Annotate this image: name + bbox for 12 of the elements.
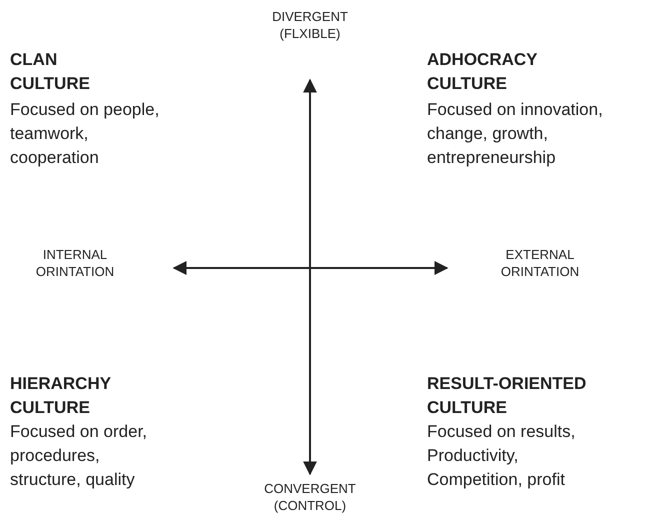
quadrant-heading: HIERARCHY CULTURE — [10, 373, 112, 419]
axis-label: EXTERNAL ORINTATION — [500, 246, 580, 280]
quadrant-heading: CLAN CULTURE — [10, 49, 91, 95]
axis-label: INTERNAL ORINTATION — [34, 246, 116, 280]
axis-label: CONVERGENT (CONTROL) — [263, 480, 357, 514]
quadrant-description: Focused on innovation, change, growth, entrepreneurship — [427, 99, 604, 169]
quadrant-description: Focused on people, teamwork, cooperation — [10, 99, 160, 169]
quadrant-heading: ADHOCRACY CULTURE — [427, 49, 538, 95]
axis-label: DIVERGENT (FLXIBLE) — [271, 8, 349, 42]
quadrant-heading: RESULT-ORIENTED CULTURE — [427, 373, 588, 419]
quadrant-description: Focused on order, procedures, structure, quality — [10, 421, 148, 491]
quadrant-description: Focused on results, Productivity, Competition, profit — [427, 421, 576, 491]
